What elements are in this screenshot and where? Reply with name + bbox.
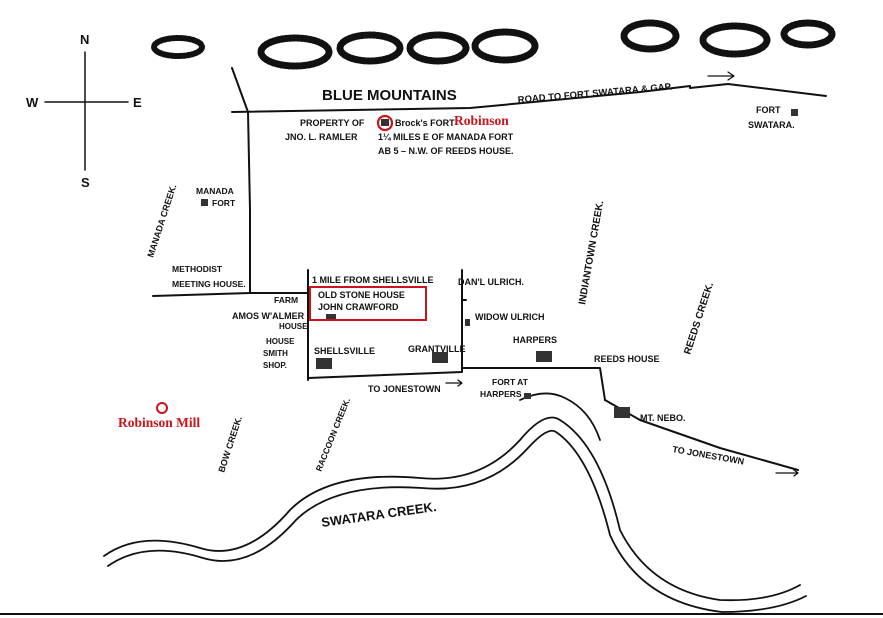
- roads: [152, 67, 827, 471]
- label-miles-manada: 1¼ MILES E OF MANADA FORT: [378, 132, 514, 142]
- label-house: HOUSE: [279, 322, 308, 331]
- map-labels: BLUE MOUNTAINS ROAD TO FORT SWATARA & GA…: [145, 82, 794, 530]
- label-shellsville: SHELLSVILLE: [314, 346, 375, 356]
- label-reeds-creek: REEDS CREEK.: [682, 281, 716, 356]
- compass-north: N: [80, 32, 89, 47]
- label-fort-at-2: HARPERS: [480, 389, 522, 399]
- creeks: [103, 392, 807, 613]
- manada-fort-marker: [201, 199, 208, 206]
- compass-west: W: [26, 95, 39, 110]
- label-ramler: JNO. L. RAMLER: [285, 132, 358, 142]
- label-indiantown-creek: INDIANTOWN CREEK.: [577, 200, 606, 306]
- crawford-marker: [326, 314, 336, 320]
- label-property-of: PROPERTY OF: [300, 118, 365, 128]
- label-blue-mountains: BLUE MOUNTAINS: [322, 87, 457, 104]
- label-old-stone-house: OLD STONE HOUSE: [318, 290, 405, 300]
- label-methodist-1: METHODIST: [172, 264, 223, 274]
- road-arrows: [445, 71, 799, 477]
- label-to-jonestown-1: TO JONESTOWN: [368, 384, 441, 394]
- label-mt-nebo: MT. NEBO.: [640, 413, 686, 423]
- label-amos-walmer: AMOS W'ALMER: [232, 311, 305, 321]
- label-harpers: HARPERS: [513, 335, 557, 345]
- building-markers: [201, 109, 798, 418]
- label-farm: FARM: [274, 295, 298, 305]
- crawford-highlight-box: [309, 286, 427, 321]
- label-widow-ulrich: WIDOW ULRICH: [475, 312, 545, 322]
- robinson-mill-circle: [156, 402, 168, 414]
- label-shop: SHOP.: [263, 361, 287, 370]
- label-house-2: HOUSE: [266, 337, 295, 346]
- label-manada-fort-1: MANADA: [196, 186, 234, 196]
- label-reeds-house-note: AB 5 – N.W. OF REEDS HOUSE.: [378, 146, 514, 156]
- label-raccoon-creek: RACCOON CREEK.: [314, 396, 353, 472]
- grantville-marker: [432, 352, 448, 363]
- label-fort-swatara-1: FORT: [756, 105, 781, 115]
- red-annotations: Robinson Robinson Mill: [118, 113, 509, 430]
- label-grantville: GRANTVILLE: [408, 344, 466, 354]
- compass-east: E: [133, 95, 142, 110]
- label-danl-ulrich: DAN'L ULRICH.: [458, 277, 524, 287]
- label-reeds-house: REEDS HOUSE: [594, 354, 660, 364]
- fort-swatara-marker: [791, 109, 798, 116]
- label-swatara-creek: SWATARA CREEK.: [320, 499, 437, 530]
- label-manada-creek: MANADA CREEK.: [145, 183, 178, 259]
- label-fort-name: Brock's FORT: [395, 118, 455, 128]
- annotation-robinson-mill: Robinson Mill: [118, 415, 200, 430]
- shellsville-marker: [316, 358, 332, 369]
- harpers-marker: [536, 351, 552, 362]
- brocks-fort-marker: [381, 119, 389, 126]
- widow-ulrich-marker: [465, 319, 470, 326]
- label-smith: SMITH: [263, 349, 288, 358]
- label-bow-creek: BOW CREEK.: [216, 415, 244, 474]
- label-methodist-2: MEETING HOUSE.: [172, 279, 246, 289]
- label-to-jonestown-2: TO JONESTOWN: [672, 444, 745, 466]
- label-road-to-fort-swatara: ROAD TO FORT SWATARA & GAP.: [517, 82, 673, 106]
- compass-rose: N S E W: [26, 32, 142, 190]
- label-fort-at-1: FORT AT: [492, 377, 529, 387]
- mt-nebo-marker: [614, 407, 630, 418]
- label-mile-from-shellsville: 1 MILE FROM SHELLSVILLE: [312, 275, 434, 285]
- label-fort-swatara-2: SWATARA.: [748, 120, 795, 130]
- brocks-fort-highlight-circle: [376, 114, 394, 132]
- fort-at-harpers-marker: [524, 393, 531, 399]
- label-manada-fort-2: FORT: [212, 198, 236, 208]
- label-john-crawford: JOHN CRAWFORD: [318, 302, 399, 312]
- compass-south: S: [81, 175, 90, 190]
- annotation-robinson: Robinson: [454, 113, 509, 128]
- mountain-ridges: [151, 19, 836, 70]
